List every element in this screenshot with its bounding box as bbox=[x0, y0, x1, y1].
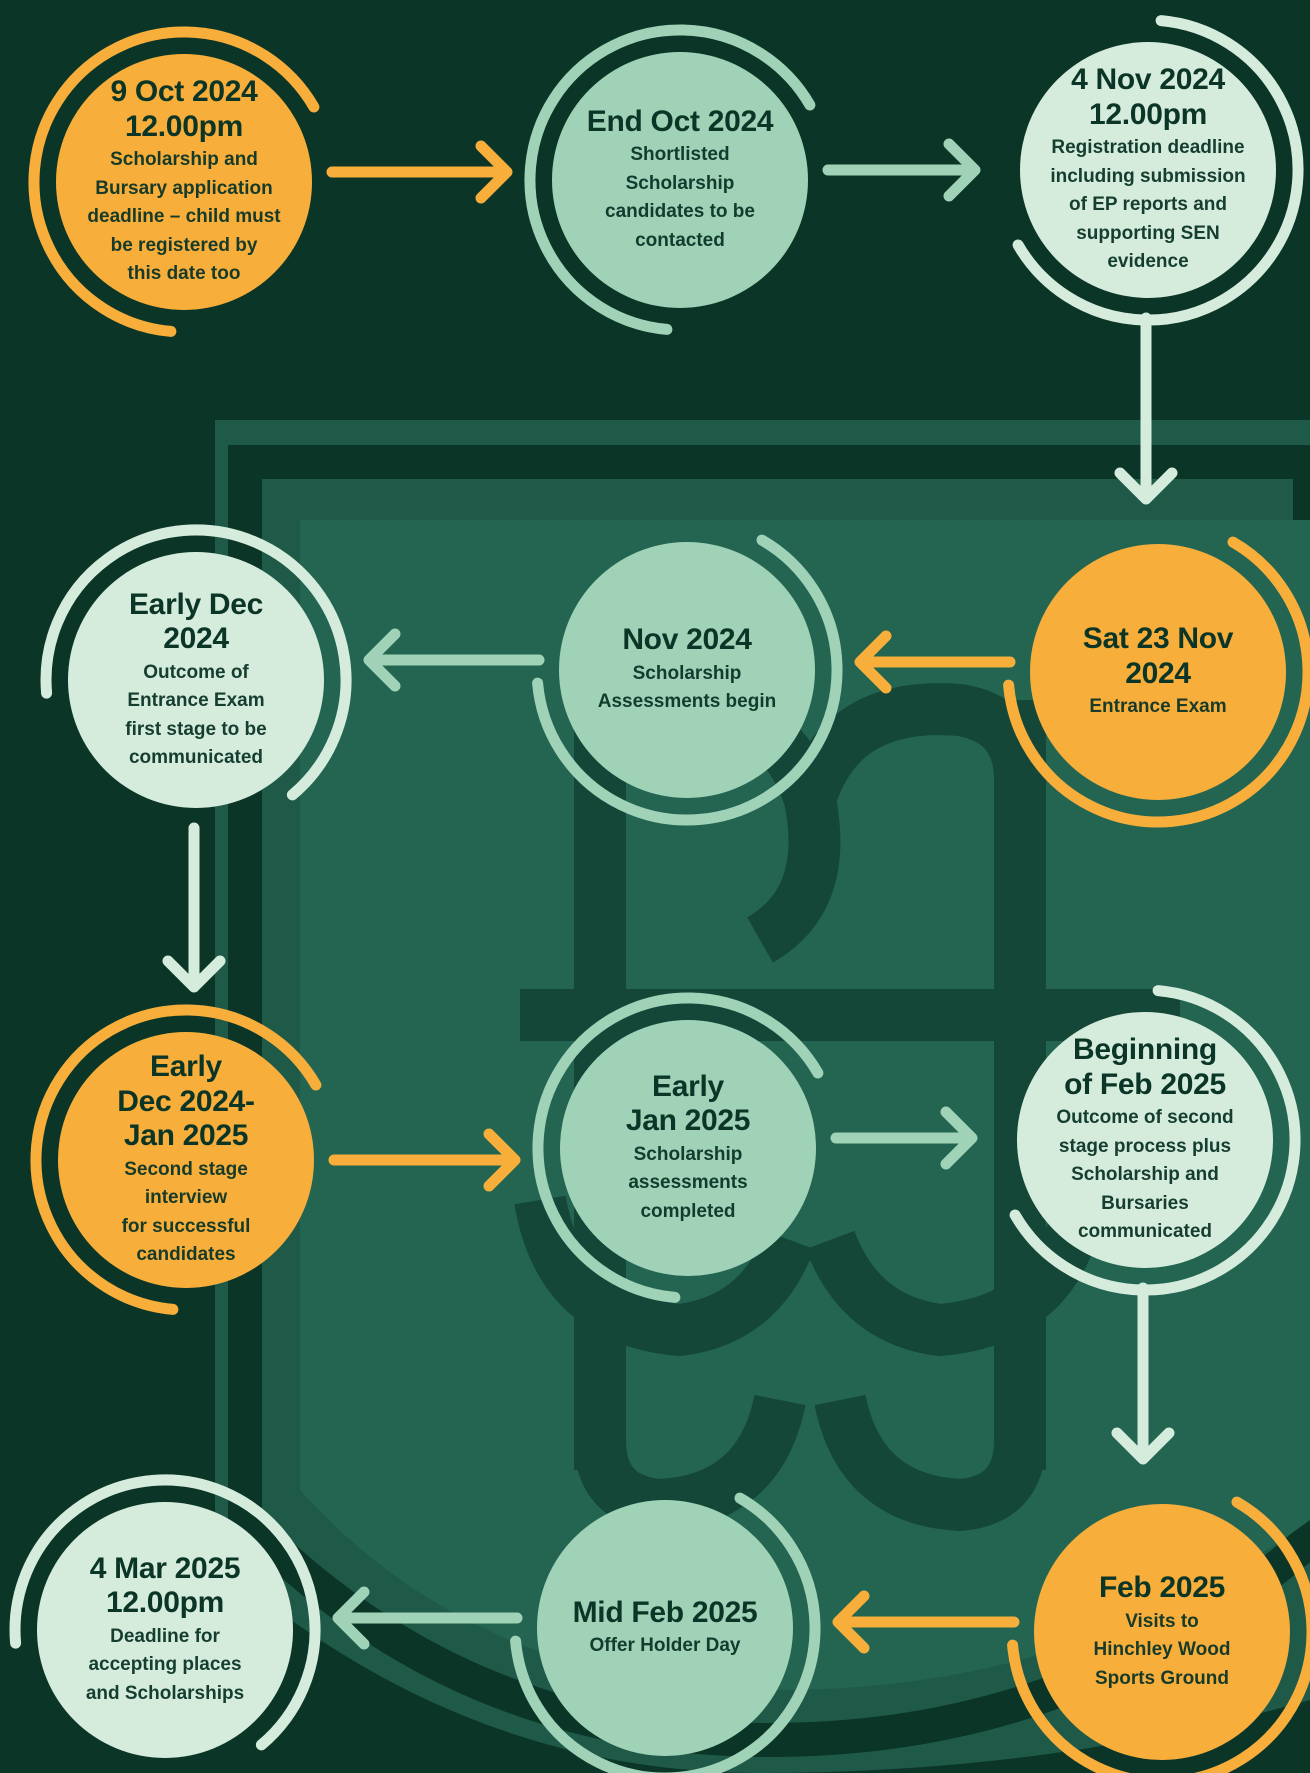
node-date: End Oct 2024 bbox=[586, 104, 774, 138]
node-date: 4 Mar 2025 12.00pm bbox=[89, 1551, 241, 1620]
arrow-n9-to-n10 bbox=[1111, 1282, 1175, 1465]
ring-n1 bbox=[28, 26, 320, 337]
arrow-n4-to-n5 bbox=[854, 630, 1016, 694]
node-description: Scholarship assessments completed bbox=[628, 1143, 748, 1222]
arrow-n5-to-n6 bbox=[363, 628, 545, 692]
node-description: Offer Holder Day bbox=[589, 1635, 741, 1656]
arrow-n3-to-n4 bbox=[1114, 312, 1178, 505]
arrows-layer bbox=[162, 138, 1178, 1654]
node-description: Entrance Exam bbox=[1089, 696, 1227, 718]
node-date: Beginning of Feb 2025 bbox=[1064, 1033, 1226, 1101]
node-description: Second stage interview for successful ca… bbox=[121, 1158, 251, 1266]
arrow-n11-to-n12 bbox=[332, 1586, 523, 1650]
node-description: Registration deadline including submissi… bbox=[1050, 137, 1246, 273]
ring-n3 bbox=[1012, 15, 1304, 326]
arrow-n8-to-n9 bbox=[830, 1106, 978, 1170]
node-date: Nov 2024 bbox=[622, 623, 752, 657]
node-date: Mid Feb 2025 bbox=[572, 1595, 758, 1629]
arrow-n7-to-n8 bbox=[328, 1128, 521, 1192]
ring-n6 bbox=[40, 524, 352, 801]
node-date: 4 Nov 2024 12.00pm bbox=[1071, 63, 1225, 131]
node-date: 9 Oct 2024 12.00pm bbox=[110, 75, 258, 143]
node-description: Scholarship Assessments begin bbox=[597, 662, 777, 713]
ring-n8 bbox=[532, 992, 824, 1303]
node-date: Early Jan 2025 bbox=[625, 1069, 751, 1138]
node-description: Visits to Hinchley Wood Sports Ground bbox=[1093, 1610, 1231, 1689]
ring-n5 bbox=[532, 534, 843, 826]
node-date: Early Dec 2024- Jan 2025 bbox=[117, 1050, 255, 1153]
node-description: Outcome of second stage process plus Sch… bbox=[1056, 1107, 1234, 1243]
node-date: Sat 23 Nov 2024 bbox=[1082, 622, 1234, 690]
arrow-n10-to-n11 bbox=[832, 1590, 1020, 1654]
node-date: Early Dec 2024 bbox=[128, 587, 264, 656]
node-description: Deadline for accepting places and Schola… bbox=[85, 1625, 245, 1704]
node-date: Feb 2025 bbox=[1098, 1571, 1225, 1604]
arrow-n6-to-n7 bbox=[162, 822, 226, 993]
ring-n7 bbox=[30, 1004, 322, 1315]
ring-n2 bbox=[524, 24, 816, 335]
ring-n4 bbox=[1003, 536, 1310, 828]
node-description: Shortlisted Scholarship candidates to be… bbox=[605, 144, 755, 251]
ring-n10 bbox=[1007, 1496, 1310, 1773]
rings-layer bbox=[9, 15, 1310, 1773]
arrow-n1-to-n2 bbox=[326, 140, 513, 204]
arrow-n2-to-n3 bbox=[822, 138, 981, 202]
ring-n11 bbox=[510, 1492, 821, 1773]
node-description: Outcome of Entrance Exam first stage to … bbox=[125, 661, 267, 769]
node-description: Scholarship and Bursary application dead… bbox=[87, 149, 281, 285]
ring-n9 bbox=[1009, 985, 1301, 1296]
ring-n12 bbox=[9, 1474, 321, 1751]
